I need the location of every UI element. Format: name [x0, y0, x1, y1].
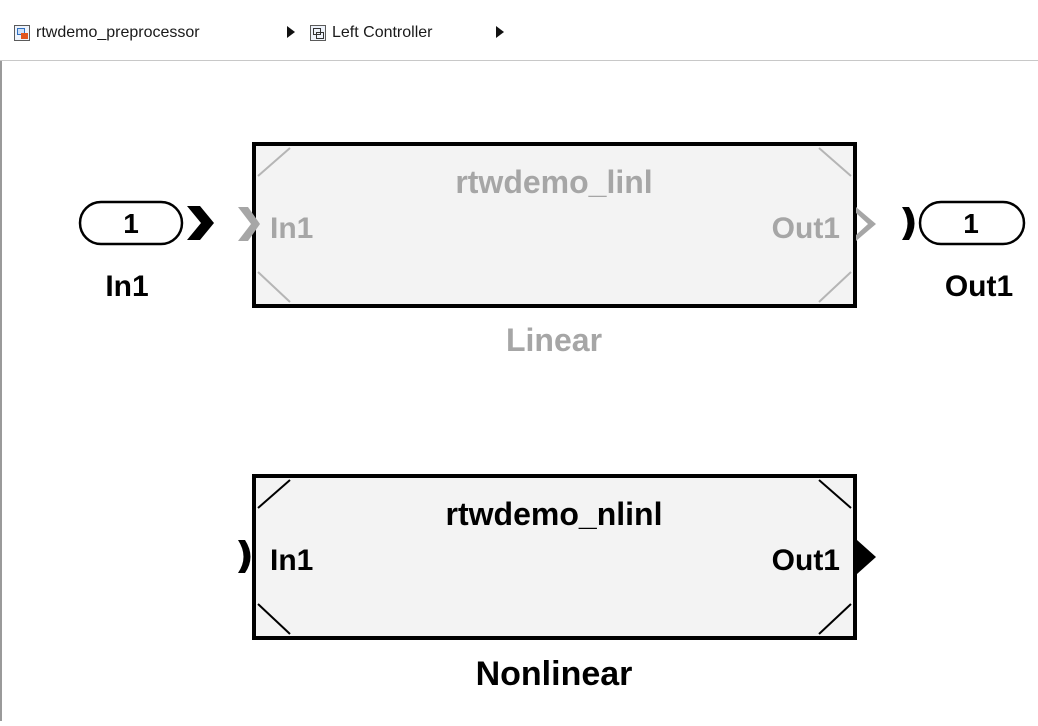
inport-block[interactable]: 1	[78, 200, 214, 246]
breadcrumb-item-subsystem[interactable]: Left Controller	[310, 22, 433, 44]
chevron-right-icon[interactable]	[496, 26, 504, 38]
diagram-canvas[interactable]: 1 In1 rtwdemo_linl In1 Out1 Linear 1 Out…	[0, 61, 1038, 721]
nonlinear-in-port-label: In1	[270, 544, 313, 577]
outport-name: Out1	[945, 270, 1013, 303]
nonlinear-out-port-label: Out1	[772, 544, 840, 577]
nonlinear-model-name: rtwdemo_nlinl	[446, 496, 663, 532]
linear-input-arrow	[238, 207, 260, 241]
linear-output-arrow	[856, 207, 876, 241]
linear-block-name: Linear	[506, 322, 602, 358]
breadcrumb-model-label: rtwdemo_preprocessor	[36, 24, 200, 41]
linear-model-block[interactable]: rtwdemo_linl In1 Out1	[238, 142, 876, 308]
inport-name: In1	[105, 270, 148, 303]
chevron-right-icon[interactable]	[287, 26, 295, 38]
inport-number: 1	[123, 208, 139, 239]
diagram-svg: 1 In1 rtwdemo_linl In1 Out1 Linear 1 Out…	[78, 142, 1026, 693]
linear-out-port-label: Out1	[772, 212, 840, 245]
outport-number: 1	[963, 208, 979, 239]
nonlinear-input-arrow	[238, 540, 251, 573]
linear-in-port-label: In1	[270, 212, 313, 245]
breadcrumb-bar: rtwdemo_preprocessor Left Controller	[0, 0, 1038, 61]
nonlinear-block-name: Nonlinear	[476, 655, 633, 693]
linear-model-name: rtwdemo_linl	[455, 164, 652, 200]
nonlinear-model-block[interactable]: rtwdemo_nlinl In1 Out1	[238, 474, 876, 640]
breadcrumb-item-model[interactable]: rtwdemo_preprocessor	[14, 22, 200, 44]
model-icon	[14, 25, 30, 41]
subsystem-icon	[310, 25, 326, 41]
outport-block[interactable]: 1	[902, 200, 1026, 246]
inport-output-arrow	[187, 206, 214, 240]
outport-input-arrow	[902, 207, 915, 240]
breadcrumb-subsystem-label: Left Controller	[332, 24, 433, 41]
nonlinear-output-arrow	[857, 540, 876, 574]
